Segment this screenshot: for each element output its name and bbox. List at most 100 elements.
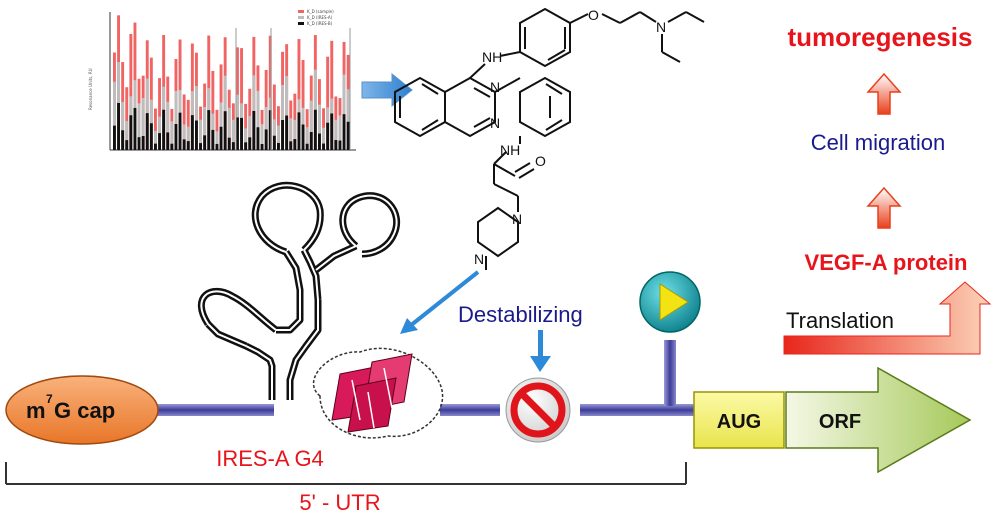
- g4-guanine: [351, 379, 361, 421]
- atom-n-amine: N: [656, 19, 666, 35]
- benzene-ring-top: [519, 7, 571, 68]
- inset-bar-chart: Resonance Units, RU K_D (sample) K_D (IR…: [88, 9, 356, 151]
- inset-bar: [322, 127, 325, 150]
- inset-legend-swatch: [298, 22, 304, 25]
- inset-bar: [297, 39, 301, 150]
- inset-bar: [346, 89, 350, 150]
- mrna-line-segment: [580, 404, 696, 416]
- bond: [619, 11, 641, 24]
- inset-bar: [342, 114, 346, 150]
- molecule-structure: [394, 7, 705, 270]
- inset-bar: [318, 133, 321, 150]
- molecule-atom-labels: O N NH N N NH O N N: [474, 7, 666, 267]
- inset-bar: [330, 113, 334, 150]
- atom-nh: NH: [482, 49, 502, 65]
- inset-bar: [248, 115, 252, 150]
- inset-bar: [240, 48, 243, 150]
- inset-bar: [297, 112, 301, 150]
- inset-bar: [277, 142, 280, 150]
- inset-bar: [170, 121, 174, 150]
- inset-bar: [199, 143, 202, 150]
- inset-bar: [121, 130, 125, 150]
- inset-legend-swatch: [298, 16, 304, 19]
- inset-bar: [301, 124, 305, 150]
- inset-bar: [268, 35, 272, 151]
- atom-o-amide: O: [535, 153, 546, 169]
- inset-bar: [113, 81, 116, 150]
- inset-bar: [178, 112, 182, 150]
- inset-bar: [117, 102, 120, 150]
- inset-bar: [309, 131, 313, 150]
- bond: [494, 77, 521, 93]
- utr-label: 5' - UTR: [299, 490, 380, 515]
- inset-bar: [227, 107, 231, 150]
- inset-bar: [248, 137, 252, 150]
- aug-codon: AUG: [693, 391, 785, 449]
- inset-bar: [322, 143, 325, 150]
- piperazine-ring: [477, 206, 519, 258]
- inset-bar: [260, 143, 264, 150]
- up-arrow: [866, 72, 902, 115]
- inset-legend-item: K_D (IRES-A): [307, 15, 333, 20]
- inset-bar: [285, 75, 289, 150]
- double-bond: [421, 83, 439, 95]
- destabilizing-label: Destabilizing: [458, 302, 583, 327]
- cap-label-suffix: G cap: [54, 398, 115, 423]
- inset-bar: [326, 56, 330, 150]
- bond: [493, 151, 507, 165]
- atom-n-ring: N: [490, 115, 500, 131]
- inset-bar: [313, 109, 317, 150]
- double-bond: [473, 87, 491, 98]
- inset-bar: [211, 129, 215, 150]
- m7g-cap: m 7 G cap: [5, 375, 159, 445]
- inset-bar: [129, 115, 133, 150]
- inset-bar: [137, 103, 141, 150]
- atom-o: O: [588, 7, 599, 23]
- inset-bar: [190, 115, 194, 150]
- inset-bar: [125, 140, 129, 150]
- molecule-to-g4-arrowhead: [400, 318, 418, 334]
- atom-n-ring: N: [490, 79, 500, 95]
- destabilizing-arrowhead: [530, 356, 551, 372]
- bond: [685, 11, 705, 23]
- ires-stem-loops: [197, 181, 401, 400]
- inset-bar: [289, 118, 293, 150]
- inset-bar: [166, 101, 170, 150]
- bond: [499, 51, 521, 57]
- atom-n-pip: N: [474, 251, 484, 267]
- inset-bar: [289, 141, 293, 150]
- atom-n-pip: N: [512, 211, 522, 227]
- double-bond: [545, 83, 563, 95]
- inset-bar: [170, 143, 174, 150]
- inset-bar: [346, 121, 350, 150]
- inset-bar: [272, 119, 276, 150]
- inset-bar: [141, 97, 145, 150]
- stem-line: [276, 250, 304, 334]
- inset-bar: [195, 85, 198, 150]
- inset-bar: [113, 125, 116, 150]
- inset-y-label: Resonance Units, RU: [88, 68, 93, 110]
- inset-bar: [186, 126, 190, 150]
- stem-line: [244, 342, 276, 400]
- inset-bar: [264, 107, 268, 150]
- inset-bar: [256, 90, 260, 150]
- tumor-label: tumoregenesis: [788, 22, 973, 52]
- bond: [639, 11, 657, 23]
- double-bond: [514, 162, 531, 173]
- double-bond: [421, 119, 439, 131]
- inset-bar: [231, 119, 235, 150]
- bond: [493, 163, 516, 177]
- double-bond: [473, 117, 491, 128]
- mrna-vertical-segment: [664, 340, 676, 406]
- inset-bar: [215, 143, 219, 150]
- vegf-label: VEGF-A protein: [805, 250, 968, 275]
- inset-bar: [305, 143, 309, 150]
- cap-label-superscript: 7: [46, 392, 53, 406]
- inset-bar: [272, 135, 276, 150]
- inset-bar: [182, 139, 186, 150]
- pyrimidine-ring: [444, 76, 496, 138]
- inset-bar: [154, 108, 157, 150]
- bond: [469, 63, 486, 79]
- translation-arrow: [783, 281, 992, 355]
